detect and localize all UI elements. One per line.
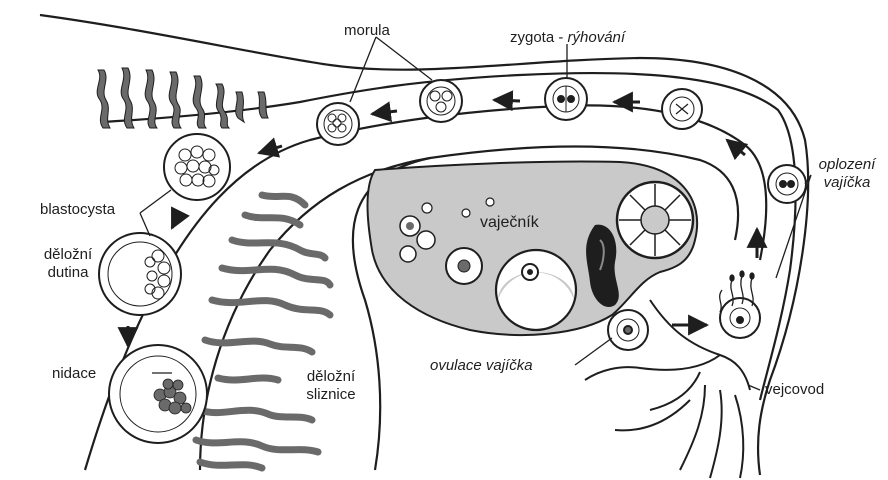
label-delozni-dutina-line1: děložní bbox=[36, 246, 100, 264]
label-delozni-sliznice: děložní sliznice bbox=[296, 368, 366, 404]
uterine-cavity-blastocyst bbox=[99, 233, 181, 315]
label-delozni-sliznice-line2: sliznice bbox=[296, 386, 366, 404]
label-delozni-dutina: děložní dutina bbox=[36, 246, 100, 282]
uterine-mucosa bbox=[196, 195, 330, 468]
label-zygota-italic: rýhování bbox=[568, 29, 626, 46]
fimbriae-top bbox=[97, 68, 268, 128]
ovary bbox=[367, 162, 697, 335]
blastocyst-cell bbox=[164, 134, 230, 200]
label-oplozeni-line1: oplození bbox=[812, 156, 882, 174]
morula-cell-1 bbox=[317, 103, 359, 145]
label-vejcovod: vejcovod bbox=[765, 381, 824, 399]
arrow-down-icon bbox=[172, 212, 180, 228]
label-oplozeni-line2: vajíčka bbox=[812, 174, 882, 192]
label-zygota-prefix: zygota - bbox=[510, 29, 568, 46]
label-delozni-dutina-line2: dutina bbox=[36, 264, 100, 282]
arrow-left-icon bbox=[372, 111, 397, 114]
morula-cell-2 bbox=[420, 80, 462, 122]
label-blastocysta: blastocysta bbox=[40, 201, 115, 219]
label-nidace: nidace bbox=[52, 365, 96, 383]
arrow-left-icon bbox=[494, 100, 520, 101]
label-vajecnik: vaječník bbox=[480, 214, 539, 232]
label-zygota: zygota - rýhování bbox=[510, 29, 625, 47]
label-ovulace: ovulace vajíčka bbox=[430, 357, 533, 375]
label-delozni-sliznice-line1: děložní bbox=[296, 368, 366, 386]
label-morula: morula bbox=[344, 22, 390, 40]
label-oplozeni: oplození vajíčka bbox=[812, 156, 882, 192]
